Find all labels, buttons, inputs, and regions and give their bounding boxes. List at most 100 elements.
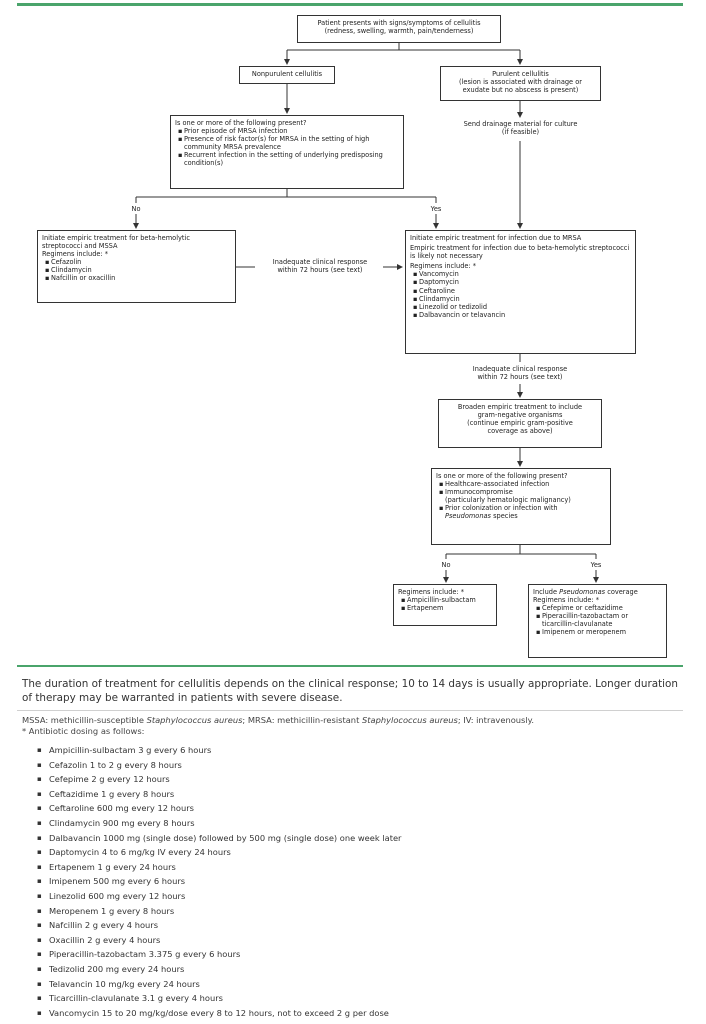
list-item: Vancomycin 15 to 20 mg/kg/dose every 8 t… bbox=[37, 1006, 401, 1021]
list-item: Ampicillin-sulbactam bbox=[398, 596, 492, 604]
list-item: Prior episode of MRSA infection bbox=[175, 127, 399, 135]
list-item: Meropenem 1 g every 8 hours bbox=[37, 904, 401, 919]
mssa-def: MSSA: methicillin-susceptible bbox=[22, 715, 147, 725]
list-item: Imipenem or meropenem bbox=[533, 628, 662, 636]
colonization-text: Prior colonization or infection with bbox=[445, 504, 558, 513]
pseudomonas-italic: Pseudomonas bbox=[445, 512, 491, 521]
immunocompromise-note: (particularly hematologic malignancy) bbox=[445, 496, 571, 505]
mrsa-treatment-list: Vancomycin Daptomycin Ceftaroline Clinda… bbox=[410, 270, 631, 319]
list-item: Dalbavancin 1000 mg (single dose) follow… bbox=[37, 831, 401, 846]
abbreviations: MSSA: methicillin-susceptible Staphyloco… bbox=[22, 715, 686, 737]
list-item: Immunocompromise (particularly hematolog… bbox=[436, 488, 606, 504]
pseudo-coverage-regimens: Regimens include: * bbox=[533, 596, 600, 605]
list-item: Healthcare-associated infection bbox=[436, 480, 606, 488]
mrsa-risk-list: Prior episode of MRSA infection Presence… bbox=[175, 127, 399, 167]
pseudomonas-italic: Pseudomonas bbox=[559, 588, 606, 596]
immunocompromise-text: Immunocompromise bbox=[445, 488, 513, 497]
no-pseudo-regimens: Regimens include: * bbox=[398, 588, 465, 596]
list-item: Ertapenem 1 g every 24 hours bbox=[37, 860, 401, 875]
no-label-2: No bbox=[441, 561, 451, 569]
include-text: Include bbox=[533, 588, 560, 596]
pseudomonas-risk-question-box: Is one or more of the following present?… bbox=[431, 468, 611, 545]
inadequate-2-line-1: Inadequate clinical response bbox=[472, 365, 568, 373]
dosing-intro: * Antibiotic dosing as follows: bbox=[22, 726, 145, 736]
list-item: Ceftaroline bbox=[410, 287, 631, 295]
start-box: Patient presents with signs/symptoms of … bbox=[297, 15, 501, 43]
footnote-divider bbox=[17, 710, 683, 711]
purulent-line-3: exudate but no abscess is present) bbox=[462, 86, 579, 95]
purulent-line-2: (lesion is associated with drainage or bbox=[459, 78, 582, 87]
list-item: Prior colonization or infection with Pse… bbox=[436, 504, 606, 520]
abbreviation-line: MSSA: methicillin-susceptible Staphyloco… bbox=[22, 715, 686, 726]
culture-line-1: Send drainage material for culture bbox=[463, 120, 578, 128]
broaden-line-4: coverage as above) bbox=[487, 427, 553, 436]
start-line-2: (redness, swelling, warmth, pain/tendern… bbox=[324, 27, 474, 36]
strep-mssa-box: Initiate empiric treatment for beta-hemo… bbox=[37, 230, 236, 303]
staph-italic-1: Staphylococcus aureus bbox=[146, 715, 243, 725]
inadequate-2-line-2: within 72 hours (see text) bbox=[477, 373, 563, 382]
dosing-list: Ampicillin-sulbactam 3 g every 6 hours C… bbox=[37, 743, 401, 1020]
purulent-line-1: Purulent cellulitis bbox=[492, 70, 549, 78]
strep-mssa-title: Initiate empiric treatment for beta-hemo… bbox=[42, 234, 190, 251]
list-item: Clindamycin bbox=[42, 266, 231, 274]
iv-def: ; IV: intravenously. bbox=[457, 715, 535, 725]
strep-mssa-list: Cefazolin Clindamycin Nafcillin or oxaci… bbox=[42, 258, 231, 282]
purulent-box: Purulent cellulitis (lesion is associate… bbox=[440, 66, 601, 101]
list-item: Dalbavancin or telavancin bbox=[410, 311, 631, 319]
pseudo-coverage-list: Cefepime or ceftazidime Piperacillin-taz… bbox=[533, 604, 662, 636]
nonpurulent-box: Nonpurulent cellulitis bbox=[239, 66, 335, 84]
list-item: Ceftazidime 1 g every 8 hours bbox=[37, 787, 401, 802]
list-item: Nafcillin or oxacillin bbox=[42, 274, 231, 282]
list-item: Linezolid or tedizolid bbox=[410, 303, 631, 311]
broaden-line-3: (continue empiric gram-positive bbox=[467, 419, 573, 428]
yes-label-1: Yes bbox=[430, 205, 442, 213]
nonpurulent-label: Nonpurulent cellulitis bbox=[251, 70, 323, 78]
list-item: Imipenem 500 mg every 6 hours bbox=[37, 874, 401, 889]
pseudo-question-title: Is one or more of the following present? bbox=[436, 472, 568, 480]
mrsa-treatment-box: Initiate empiric treatment for infection… bbox=[405, 230, 636, 354]
colonization-species: Pseudomonas species bbox=[445, 512, 606, 520]
pseudo-question-list: Healthcare-associated infection Immunoco… bbox=[436, 480, 606, 520]
coverage-text: coverage bbox=[605, 588, 638, 596]
list-item: Ampicillin-sulbactam 3 g every 6 hours bbox=[37, 743, 401, 758]
list-item: Tedizolid 200 mg every 24 hours bbox=[37, 962, 401, 977]
list-item: Daptomycin bbox=[410, 278, 631, 286]
list-item: Vancomycin bbox=[410, 270, 631, 278]
list-item: Piperacillin-tazobactam 3.375 g every 6 … bbox=[37, 947, 401, 962]
mrsa-treatment-regimens: Regimens include: * bbox=[410, 262, 477, 271]
list-item: Cefazolin bbox=[42, 258, 231, 266]
pseudomonas-coverage-box: Include Pseudomonas coverage Regimens in… bbox=[528, 584, 667, 658]
list-item: Linezolid 600 mg every 12 hours bbox=[37, 889, 401, 904]
mrsa-risk-title: Is one or more of the following present? bbox=[175, 119, 307, 127]
list-item: Daptomycin 4 to 6 mg/kg IV every 24 hour… bbox=[37, 845, 401, 860]
no-pseudo-list: Ampicillin-sulbactam Ertapenem bbox=[398, 596, 492, 612]
start-line-1: Patient presents with signs/symptoms of … bbox=[317, 19, 481, 27]
list-item: Presence of risk factor(s) for MRSA in t… bbox=[175, 135, 399, 151]
list-item: Cefazolin 1 to 2 g every 8 hours bbox=[37, 758, 401, 773]
list-item: Ticarcillin-clavulanate 3.1 g every 4 ho… bbox=[37, 991, 401, 1006]
list-item: Ceftaroline 600 mg every 12 hours bbox=[37, 801, 401, 816]
list-item: Piperacillin-tazobactam or ticarcillin-c… bbox=[533, 612, 662, 628]
list-item: Ertapenem bbox=[398, 604, 492, 612]
inadequate-1-line-2: within 72 hours (see text) bbox=[277, 266, 363, 275]
list-item: Nafcillin 2 g every 4 hours bbox=[37, 918, 401, 933]
list-item: Telavancin 10 mg/kg every 24 hours bbox=[37, 977, 401, 992]
no-pseudomonas-box: Regimens include: * Ampicillin-sulbactam… bbox=[393, 584, 497, 626]
list-item: Clindamycin 900 mg every 8 hours bbox=[37, 816, 401, 831]
mrsa-treatment-subtitle: Empiric treatment for infection due to b… bbox=[410, 244, 630, 261]
culture-line-2: (if feasible) bbox=[501, 128, 540, 137]
duration-note: The duration of treatment for cellulitis… bbox=[22, 678, 678, 704]
broaden-line-2: gram-negative organisms bbox=[477, 411, 563, 420]
staph-italic-2: Staphylococcus aureus bbox=[361, 715, 458, 725]
list-item: Oxacillin 2 g every 4 hours bbox=[37, 933, 401, 948]
inadequate-1-line-1: Inadequate clinical response bbox=[272, 258, 368, 266]
pseudo-coverage-title: Include Pseudomonas coverage bbox=[533, 588, 662, 596]
list-item: Clindamycin bbox=[410, 295, 631, 303]
yes-label-2: Yes bbox=[590, 561, 602, 569]
mrsa-def: ; MRSA: methicillin-resistant bbox=[242, 715, 362, 725]
mrsa-treatment-title: Initiate empiric treatment for infection… bbox=[410, 234, 582, 242]
flow-connectors bbox=[133, 43, 599, 583]
list-item: Cefepime or ceftazidime bbox=[533, 604, 662, 612]
top-rule bbox=[17, 3, 683, 6]
list-item: Cefepime 2 g every 12 hours bbox=[37, 772, 401, 787]
